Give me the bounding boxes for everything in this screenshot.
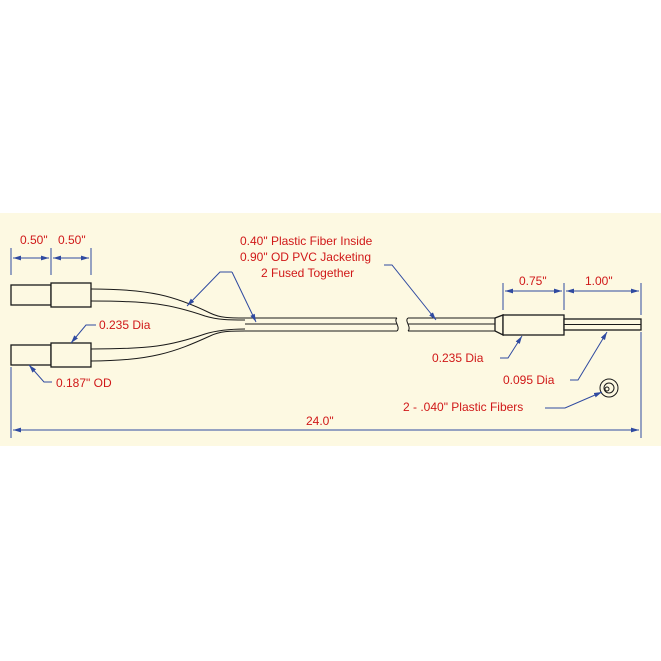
right-connector	[494, 314, 642, 337]
dia-tip-label: 0.095 Dia	[503, 373, 555, 387]
od-left-label: 0.187" OD	[56, 376, 112, 390]
total-length-label: 24.0"	[306, 414, 334, 428]
dim-left-1-label: 0.50"	[20, 233, 48, 247]
dia-left-label: 0.235 Dia	[99, 318, 151, 332]
dim-right-2-label: 1.00"	[585, 274, 613, 288]
left-dimensions	[10, 248, 92, 275]
dia-right-label: 0.235 Dia	[432, 351, 484, 365]
fused-cable-trunk	[245, 317, 495, 332]
fused-label: 2 Fused Together	[261, 266, 354, 280]
pvc-jacketing-label: 0.90" OD PVC Jacketing	[240, 250, 371, 264]
leader-lines	[28, 264, 608, 409]
fiber-end-view	[599, 378, 619, 398]
right-dimensions	[502, 283, 642, 315]
dim-left-2-label: 0.50"	[58, 233, 86, 247]
cable-branches	[90, 288, 246, 362]
dim-right-1-label: 0.75"	[519, 274, 547, 288]
overall-length-dimension	[10, 332, 642, 438]
fiber-inside-label: 0.40" Plastic Fiber Inside	[240, 234, 373, 248]
plastic-fibers-label: 2 - .040" Plastic Fibers	[403, 400, 523, 414]
lower-connector	[10, 342, 92, 368]
upper-connector	[10, 282, 92, 308]
